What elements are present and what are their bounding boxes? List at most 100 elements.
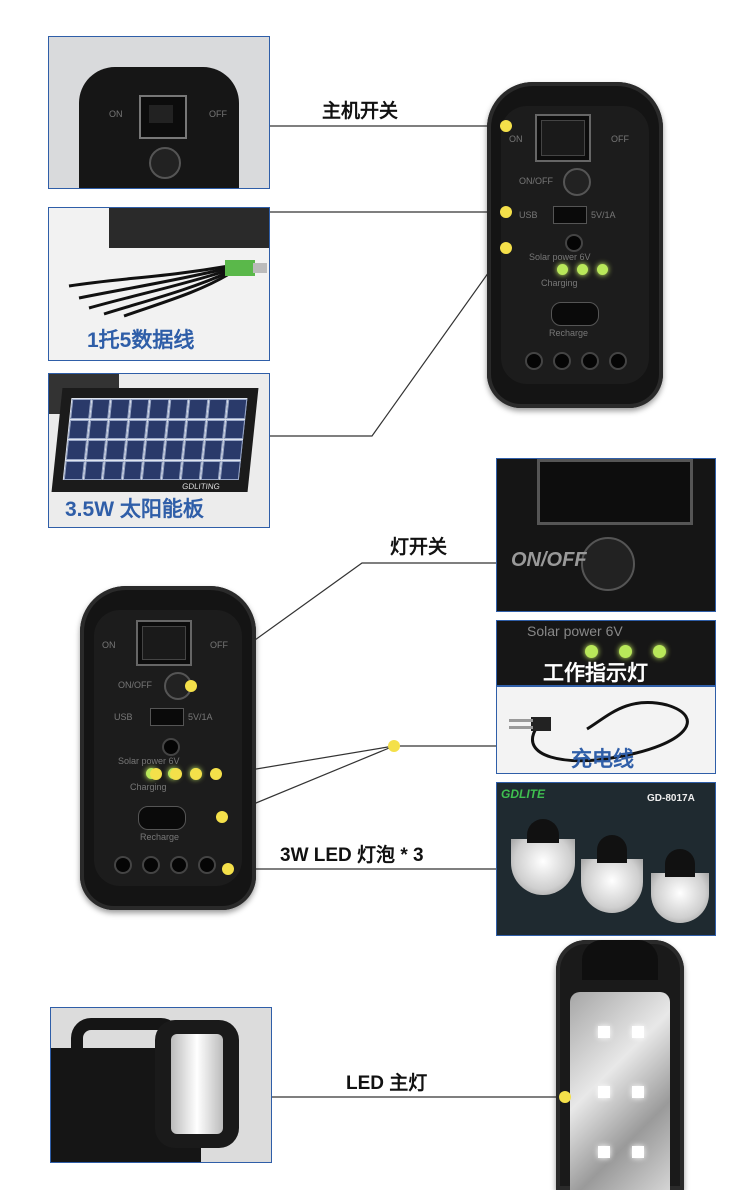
- output-jack[interactable]: [609, 352, 627, 370]
- solar-cell: [220, 460, 241, 480]
- output-jack[interactable]: [581, 352, 599, 370]
- solar-cell: [165, 419, 187, 439]
- plug-icon: [509, 701, 689, 763]
- output-jack[interactable]: [142, 856, 160, 874]
- ac-text: Recharge: [140, 832, 180, 842]
- bulb-box-brand: GDLITE: [501, 787, 545, 801]
- lamp-reflector: [570, 992, 670, 1190]
- on-text: ON: [509, 134, 523, 144]
- solar-cell: [181, 460, 202, 480]
- output-jack[interactable]: [114, 856, 132, 874]
- bulbs-label: 3W LED 灯泡 * 3: [280, 845, 424, 866]
- solar-cell: [70, 399, 91, 419]
- solar-cell: [185, 419, 207, 439]
- ac-text: Recharge: [549, 328, 589, 338]
- device-middle-panel: ON OFF ON/OFF USB 5V/1A Solar power 6V C…: [94, 610, 242, 886]
- button-text: ON/OFF: [511, 549, 587, 571]
- charging-text: Charging: [130, 782, 167, 792]
- output-jack[interactable]: [170, 856, 188, 874]
- main-power-switch[interactable]: [136, 620, 192, 666]
- led-chip-icon: [632, 1146, 644, 1158]
- led-chip-icon: [632, 1026, 644, 1038]
- lamp-side-thumbnail: [50, 1007, 272, 1163]
- solar-cell: [144, 440, 165, 460]
- solar-cell: [87, 419, 109, 439]
- button-closeup-thumbnail: ON/OFF: [496, 458, 716, 612]
- solar-cell: [63, 460, 85, 480]
- on-text: ON: [109, 109, 123, 119]
- solar-cell: [68, 419, 89, 439]
- callout-dot: [216, 811, 228, 823]
- solar-cell: [142, 460, 163, 480]
- led-chip-icon: [598, 1026, 610, 1038]
- bulbs-thumbnail: GDLITE GD-8017A: [496, 782, 716, 936]
- usb-port[interactable]: [150, 708, 184, 726]
- callout-dot: [170, 768, 182, 780]
- solar-cell: [89, 399, 111, 419]
- solar-cell: [148, 399, 170, 419]
- output-jack[interactable]: [525, 352, 543, 370]
- charging-text: Charging: [541, 278, 578, 288]
- lamp-front: [556, 940, 684, 1190]
- solar-text: Solar power 6V: [527, 623, 623, 639]
- callout-dot: [559, 1091, 571, 1103]
- solar-cell: [183, 440, 204, 460]
- indicator-led: [585, 645, 598, 658]
- cable-thumbnail: 1托5数据线: [48, 207, 270, 361]
- switch-closeup-thumbnail: ON OFF: [48, 36, 270, 189]
- indicator-led: [619, 645, 632, 658]
- charge-cable-thumbnail: 充电线: [496, 686, 716, 774]
- solar-caption: 3.5W 太阳能板: [65, 498, 204, 521]
- solar-cell: [222, 440, 243, 460]
- ac-socket[interactable]: [138, 806, 186, 830]
- solar-cell: [163, 440, 185, 460]
- light-button[interactable]: [563, 168, 591, 196]
- callout-dot: [500, 206, 512, 218]
- solar-cell: [107, 419, 128, 439]
- charge-caption: 充电线: [571, 748, 634, 771]
- dc-input-jack[interactable]: [565, 234, 583, 252]
- solar-cell: [65, 440, 87, 460]
- solar-text: Solar power 6V: [118, 756, 180, 766]
- solar-cell: [124, 440, 146, 460]
- led-chip-icon: [598, 1086, 610, 1098]
- solar-cell: [105, 440, 126, 460]
- solar-cell: [161, 460, 183, 480]
- callout-dot: [185, 680, 197, 692]
- callout-dot: [500, 242, 512, 254]
- solar-cell: [126, 419, 148, 439]
- solar-brand: GDLITING: [181, 482, 221, 491]
- solar-cell: [200, 460, 222, 480]
- usb-port[interactable]: [553, 206, 587, 224]
- output-jack[interactable]: [198, 856, 216, 874]
- bulb-icon: [511, 839, 575, 895]
- solar-cell: [83, 460, 104, 480]
- solar-cell: [168, 399, 189, 419]
- bulb-icon: [581, 859, 643, 913]
- solar-cell: [224, 419, 246, 439]
- indicator-led: [557, 264, 568, 275]
- indicator-led: [577, 264, 588, 275]
- ac-socket[interactable]: [551, 302, 599, 326]
- usb-text: USB: [114, 712, 133, 722]
- indicator-led: [653, 645, 666, 658]
- off-text: OFF: [210, 640, 228, 650]
- cable-icon: [68, 260, 267, 318]
- led-chip-icon: [632, 1086, 644, 1098]
- led-chip-icon: [598, 1146, 610, 1158]
- output-text: 5V/1A: [591, 210, 616, 220]
- indicator-led: [597, 264, 608, 275]
- callout-dot: [222, 863, 234, 875]
- solar-cell: [122, 460, 144, 480]
- button-text: ON/OFF: [519, 176, 553, 186]
- solar-cell: [226, 399, 248, 419]
- off-text: OFF: [611, 134, 629, 144]
- main-power-switch[interactable]: [535, 114, 591, 162]
- off-text: OFF: [209, 109, 227, 119]
- solar-cell: [109, 399, 130, 419]
- output-jack[interactable]: [553, 352, 571, 370]
- callout-dot: [388, 740, 400, 752]
- solar-text: Solar power 6V: [529, 252, 591, 262]
- solar-cell: [202, 440, 224, 460]
- dc-input-jack[interactable]: [162, 738, 180, 756]
